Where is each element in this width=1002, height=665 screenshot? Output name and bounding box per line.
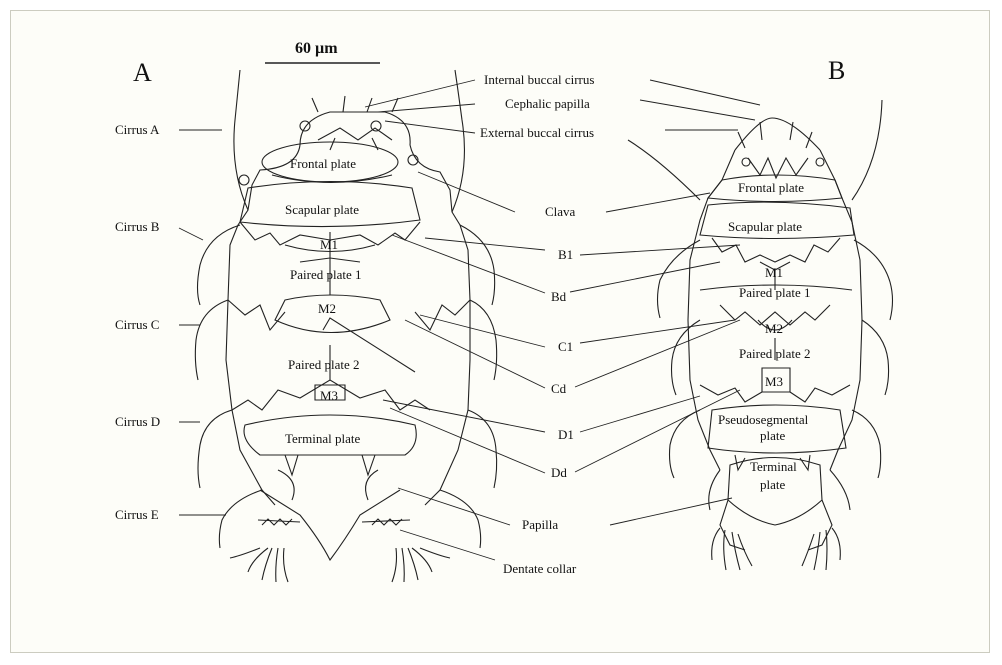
label-dd: Dd	[551, 466, 567, 479]
label-cephalic-papilla: Cephalic papilla	[505, 97, 590, 110]
label-cirrus-e: Cirrus E	[115, 508, 159, 521]
label-papilla: Papilla	[522, 518, 558, 531]
b-scapular-plate: Scapular plate	[728, 220, 802, 233]
label-external-buccal-cirrus: External buccal cirrus	[480, 126, 594, 139]
label-b1: B1	[558, 248, 573, 261]
specimen-a-outline	[226, 112, 470, 582]
specimen-a-cirri	[195, 70, 496, 548]
b-m1: M1	[765, 266, 783, 279]
label-cirrus-d: Cirrus D	[115, 415, 160, 428]
label-cirrus-b: Cirrus B	[115, 220, 159, 233]
b-m3: M3	[765, 375, 783, 388]
b-terminal-1: Terminal	[750, 460, 797, 473]
a-terminal-plate: Terminal plate	[285, 432, 360, 445]
b-paired-plate-2: Paired plate 2	[739, 347, 810, 360]
label-cd: Cd	[551, 382, 566, 395]
label-dentate-collar: Dentate collar	[503, 562, 576, 575]
label-c1: C1	[558, 340, 573, 353]
b-m2: M2	[765, 322, 783, 335]
a-m2: M2	[318, 302, 336, 315]
a-paired-plate-2: Paired plate 2	[288, 358, 359, 371]
label-clava: Clava	[545, 205, 575, 218]
scale-bar-label: 60 µm	[295, 41, 338, 57]
label-bd: Bd	[551, 290, 566, 303]
a-m3: M3	[320, 389, 338, 402]
label-d1: D1	[558, 428, 574, 441]
a-m1: M1	[320, 238, 338, 251]
label-internal-buccal-cirrus: Internal buccal cirrus	[484, 73, 594, 86]
specimen-b-cirri	[628, 100, 893, 510]
b-frontal-plate: Frontal plate	[738, 181, 804, 194]
label-cirrus-a: Cirrus A	[115, 123, 159, 136]
a-scapular-plate: Scapular plate	[285, 203, 359, 216]
label-cirrus-c: Cirrus C	[115, 318, 159, 331]
a-frontal-plate: Frontal plate	[290, 157, 356, 170]
b-paired-plate-1: Paired plate 1	[739, 286, 810, 299]
panel-label-a: A	[133, 60, 152, 86]
b-terminal-2: plate	[760, 478, 785, 491]
b-pseudosegmental-2: plate	[760, 429, 785, 442]
b-pseudosegmental-1: Pseudosegmental	[718, 413, 808, 426]
panel-label-b: B	[828, 58, 845, 84]
a-paired-plate-1: Paired plate 1	[290, 268, 361, 281]
